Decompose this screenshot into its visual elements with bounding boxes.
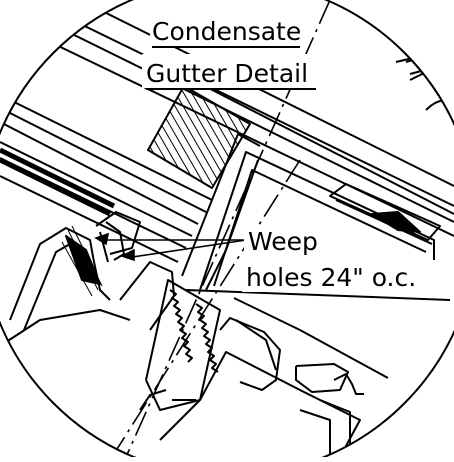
mullion-band bbox=[0, 94, 213, 263]
fastener-assembly bbox=[119, 261, 221, 411]
callout-leaders bbox=[94, 232, 247, 262]
detail-title: Condensate Gutter Detail bbox=[142, 16, 318, 90]
condensate-gutter bbox=[181, 133, 451, 379]
weep-note: Weep holes 24" o.c. bbox=[242, 226, 438, 292]
weep-tab bbox=[105, 221, 125, 261]
weep-note-line-2: holes 24" o.c. bbox=[246, 263, 416, 292]
sill-profile bbox=[159, 317, 364, 458]
threaded-screw bbox=[169, 289, 193, 363]
left-extrusion bbox=[0, 211, 141, 347]
weep-note-line-1: Weep bbox=[248, 227, 318, 256]
title-line-1: Condensate bbox=[152, 17, 301, 46]
insulation-block bbox=[147, 85, 251, 189]
glazing-strip bbox=[329, 183, 441, 245]
glass-edge bbox=[395, 15, 454, 111]
title-line-2: Gutter Detail bbox=[146, 59, 308, 88]
